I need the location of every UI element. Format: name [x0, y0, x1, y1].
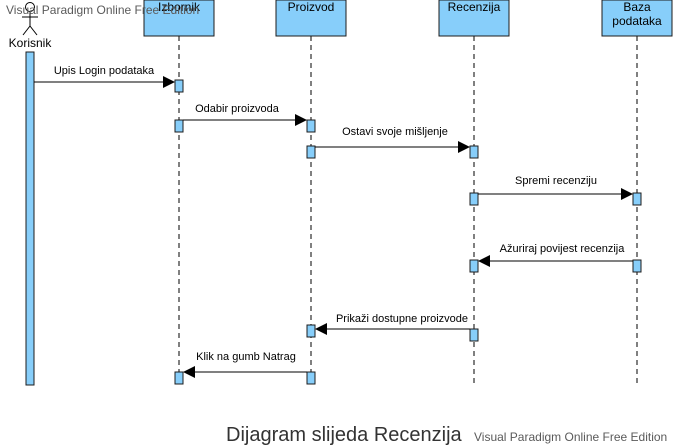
- activation-izbornik-3: [174, 371, 184, 385]
- activation-izbornik-1: [174, 79, 184, 93]
- activation-recenzija-2: [469, 192, 479, 206]
- activation-proizvod-1: [306, 119, 316, 133]
- watermark-bottom: Visual Paradigm Online Free Edition: [474, 430, 667, 444]
- lifeline-label-baza: Baza: [623, 0, 651, 14]
- message-prikazi-proizvode[interactable]: Prikaži dostupne proizvode: [315, 313, 470, 335]
- lifeline-label-izbornik: Izbornik: [158, 0, 201, 14]
- message-azuriraj-povijest[interactable]: Ažuriraj povijest recenzija: [478, 243, 633, 267]
- message-label: Prikaži dostupne proizvode: [336, 313, 468, 325]
- lifeline-label-recenzija: Recenzija: [448, 0, 501, 14]
- activation-proizvod-3: [306, 324, 316, 338]
- message-odabir-proizvoda[interactable]: Odabir proizvoda: [183, 103, 307, 126]
- message-upis-login[interactable]: Upis Login podataka: [34, 65, 175, 88]
- message-label: Upis Login podataka: [54, 65, 155, 77]
- message-spremi-recenziju[interactable]: Spremi recenziju: [478, 175, 633, 200]
- activation-baza-2: [632, 259, 642, 273]
- activation-proizvod-2: [306, 145, 316, 159]
- activation-recenzija-1: [469, 145, 479, 159]
- actor-korisnik-icon[interactable]: [22, 2, 38, 36]
- lifeline-box-baza-podataka[interactable]: Baza podataka: [601, 0, 673, 37]
- message-klik-natrag[interactable]: Klik na gumb Natrag: [183, 351, 307, 378]
- message-label: Ažuriraj povijest recenzija: [500, 243, 626, 255]
- lifeline-label-podataka: podataka: [612, 14, 662, 28]
- activation-baza-1: [632, 192, 642, 206]
- activation-recenzija-4: [469, 328, 479, 342]
- lifeline-box-proizvod[interactable]: Proizvod: [275, 0, 347, 37]
- lifeline-label-proizvod: Proizvod: [288, 0, 335, 14]
- activation-izbornik-2: [174, 119, 184, 133]
- activation-proizvod-4: [306, 371, 316, 385]
- message-label: Ostavi svoje mišljenje: [342, 126, 448, 138]
- actor-label: Korisnik: [9, 36, 53, 50]
- lifeline-box-izbornik[interactable]: Izbornik: [143, 0, 215, 37]
- message-label: Klik na gumb Natrag: [196, 351, 296, 363]
- message-label: Odabir proizvoda: [195, 103, 280, 115]
- message-ostavi-misljenje[interactable]: Ostavi svoje mišljenje: [315, 126, 470, 153]
- message-label: Spremi recenziju: [515, 175, 597, 187]
- activation-korisnik: [25, 51, 35, 386]
- watermark-top: Visual Paradigm Online Free Edition: [6, 3, 199, 17]
- activation-recenzija-3: [469, 259, 479, 273]
- lifeline-box-recenzija[interactable]: Recenzija: [438, 0, 510, 37]
- diagram-title: Dijagram slijeda Recenzija: [226, 424, 463, 446]
